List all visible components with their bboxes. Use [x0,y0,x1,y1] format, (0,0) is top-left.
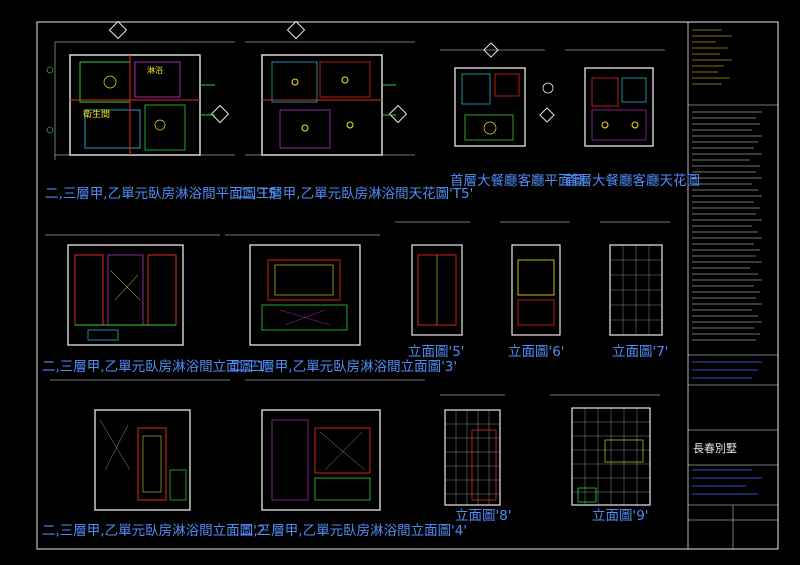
caption-elevation-8: 立面圖'8' [455,508,512,524]
elevation-3-drawing [225,234,380,346]
caption-lobby-ceiling: 首層大餐廳客廳天花圖 [565,172,700,189]
caption-elevation-3: 二,三層甲,乙單元臥房淋浴間立面圖'3' [230,359,457,375]
lobby-ceiling-drawing [565,49,665,147]
room-label-bathroom: 衛生間 [83,108,110,120]
caption-lobby-plan: 首層大餐廳客廳平面圖 [450,172,585,189]
elevation-6-drawing [500,221,570,336]
caption-elevation-1: 二,三層甲,乙單元臥房淋浴間立面圖'1' [42,359,269,375]
caption-ceiling-t5: 二,三層甲,乙單元臥房淋浴間天花圖'T5' [238,186,473,202]
elevation-1-drawing [45,234,220,346]
title-block-legend [688,29,778,549]
caption-elevation-2: 二,三層甲,乙單元臥房淋浴間立面圖'2' [42,523,269,539]
caption-elevation-6: 立面圖'6' [508,344,565,360]
caption-elevation-4: 二,三層甲,乙單元臥房淋浴間立面圖'4' [240,523,467,539]
elevation-7-drawing [600,221,670,336]
caption-elevation-5: 立面圖'5' [408,344,465,360]
room-label-shower: 淋浴 [147,65,163,75]
plan-t5-drawing [46,20,235,160]
caption-plan-t5: 二,三層甲,乙單元臥房淋浴間平面圖'T5' [45,186,280,202]
elevation-5-drawing [395,221,470,336]
caption-elevation-9: 立面圖'9' [592,508,649,524]
elevation-8-drawing [440,394,505,506]
elevation-4-drawing [245,379,425,511]
sheet-border [36,21,779,550]
ceiling-t5-drawing [245,20,415,156]
caption-elevation-7: 立面圖'7' [612,344,669,360]
project-name: 長春別墅 [693,442,737,455]
elevation-2-drawing [50,379,230,511]
elevation-9-drawing [550,394,660,506]
lobby-plan-drawing [440,42,555,147]
